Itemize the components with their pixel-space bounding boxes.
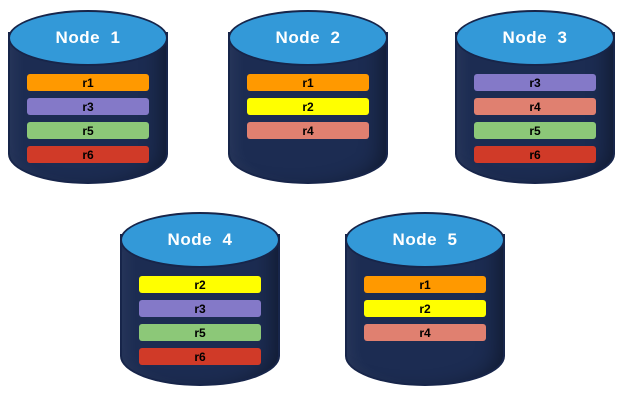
replica-bar[interactable]: r2 [247,98,369,115]
node-label: Node 2 [275,28,341,47]
replica-list: r1 r3 r5 r6 [8,66,168,163]
cylinder-top-icon [345,212,505,268]
replica-bar[interactable]: r1 [247,74,369,91]
node-label: Node 3 [502,28,568,47]
node-label: Node 4 [167,230,233,249]
replica-list: r1 r2 r4 [345,268,505,341]
replica-bar[interactable]: r2 [139,276,261,293]
replica-bar[interactable]: r3 [474,74,596,91]
replica-bar[interactable]: r4 [247,122,369,139]
replica-bar[interactable]: r4 [364,324,486,341]
node-label: Node 5 [392,230,458,249]
replica-list: r3 r4 r5 r6 [455,66,615,163]
replica-bar[interactable]: r6 [27,146,149,163]
cylinder-top-icon [455,10,615,66]
replica-bar[interactable]: r1 [27,74,149,91]
cylinder-top-icon [120,212,280,268]
replica-bar[interactable]: r4 [474,98,596,115]
replica-bar[interactable]: r5 [474,122,596,139]
replica-bar[interactable]: r3 [139,300,261,317]
database-node[interactable]: Node 1 r1 r3 r5 r6 [8,10,168,192]
replica-bar[interactable]: r6 [474,146,596,163]
replica-bar[interactable]: r6 [139,348,261,365]
database-node[interactable]: Node 2 r1 r2 r4 [228,10,388,192]
replica-bar[interactable]: r5 [139,324,261,341]
node-label: Node 1 [55,28,121,47]
replica-list: r2 r3 r5 r6 [120,268,280,365]
database-node[interactable]: Node 3 r3 r4 r5 r6 [455,10,615,192]
cylinder-top-icon [228,10,388,66]
replica-bar[interactable]: r2 [364,300,486,317]
database-node[interactable]: Node 4 r2 r3 r5 r6 [120,212,280,394]
cylinder-top-icon [8,10,168,66]
database-node[interactable]: Node 5 r1 r2 r4 [345,212,505,394]
replica-bar[interactable]: r3 [27,98,149,115]
replica-list: r1 r2 r4 [228,66,388,139]
replica-bar[interactable]: r1 [364,276,486,293]
replica-bar[interactable]: r5 [27,122,149,139]
